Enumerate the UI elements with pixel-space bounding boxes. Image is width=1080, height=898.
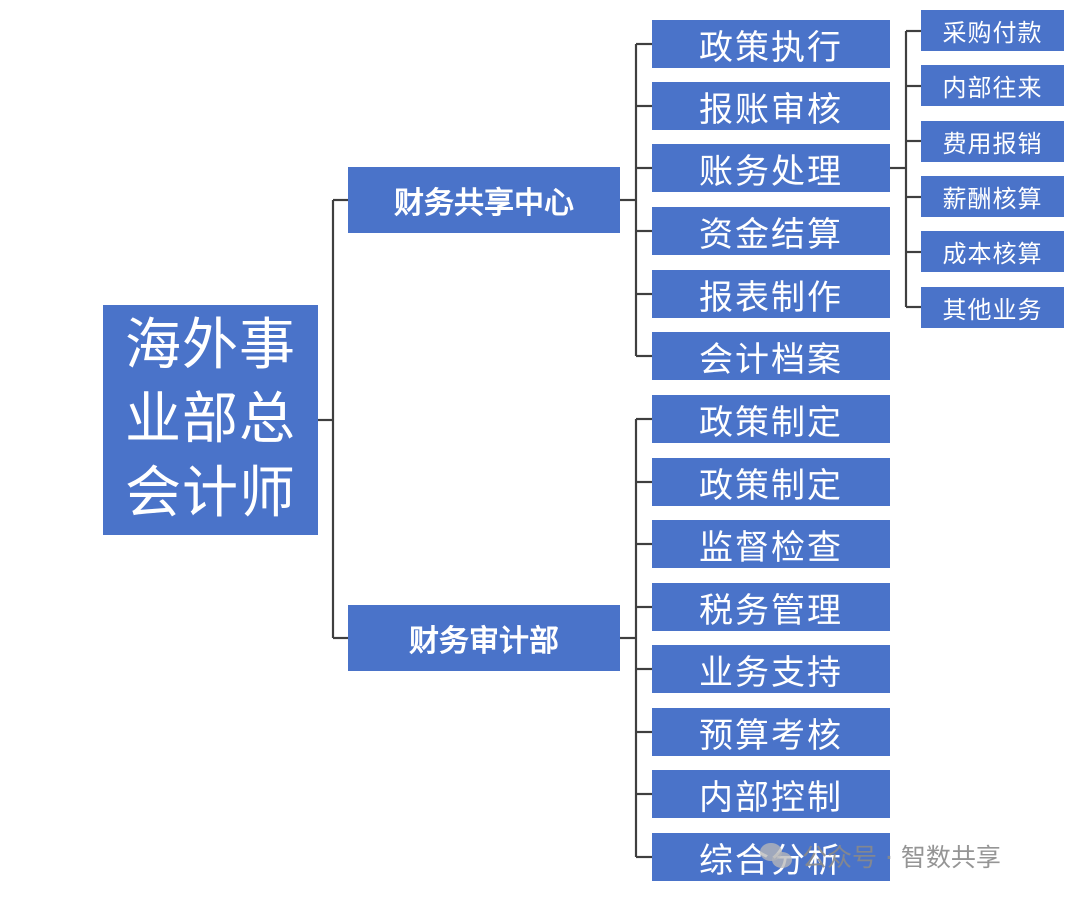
child-node: 预算考核 <box>652 708 890 756</box>
grandchild-node: 成本核算 <box>921 231 1064 272</box>
branch-node-finance-shared-center: 财务共享中心 <box>348 167 620 233</box>
child-node: 内部控制 <box>652 770 890 818</box>
grandchild-node: 采购付款 <box>921 10 1064 51</box>
child-node: 监督检查 <box>652 520 890 568</box>
child-node: 政策制定 <box>652 395 890 443</box>
branch-node-finance-audit-dept: 财务审计部 <box>348 605 620 671</box>
child-node: 综合分析 <box>652 833 890 881</box>
child-node: 会计档案 <box>652 332 890 380</box>
child-node: 账务处理 <box>652 144 890 192</box>
watermark-text: 公众号 · 智数共享 <box>802 843 1001 872</box>
child-node: 政策制定 <box>652 458 890 506</box>
child-node: 政策执行 <box>652 20 890 68</box>
root-node: 海外事业部总会计师 <box>103 305 318 535</box>
child-node: 业务支持 <box>652 645 890 693</box>
child-node: 报表制作 <box>652 270 890 318</box>
grandchild-node: 薪酬核算 <box>921 176 1064 217</box>
child-node: 资金结算 <box>652 207 890 255</box>
child-node: 税务管理 <box>652 583 890 631</box>
grandchild-node: 内部往来 <box>921 65 1064 106</box>
child-node: 报账审核 <box>652 82 890 130</box>
watermark: 公众号 · 智数共享 <box>760 836 1001 876</box>
wechat-icon <box>760 841 794 871</box>
grandchild-node: 其他业务 <box>921 287 1064 328</box>
grandchild-node: 费用报销 <box>921 121 1064 162</box>
